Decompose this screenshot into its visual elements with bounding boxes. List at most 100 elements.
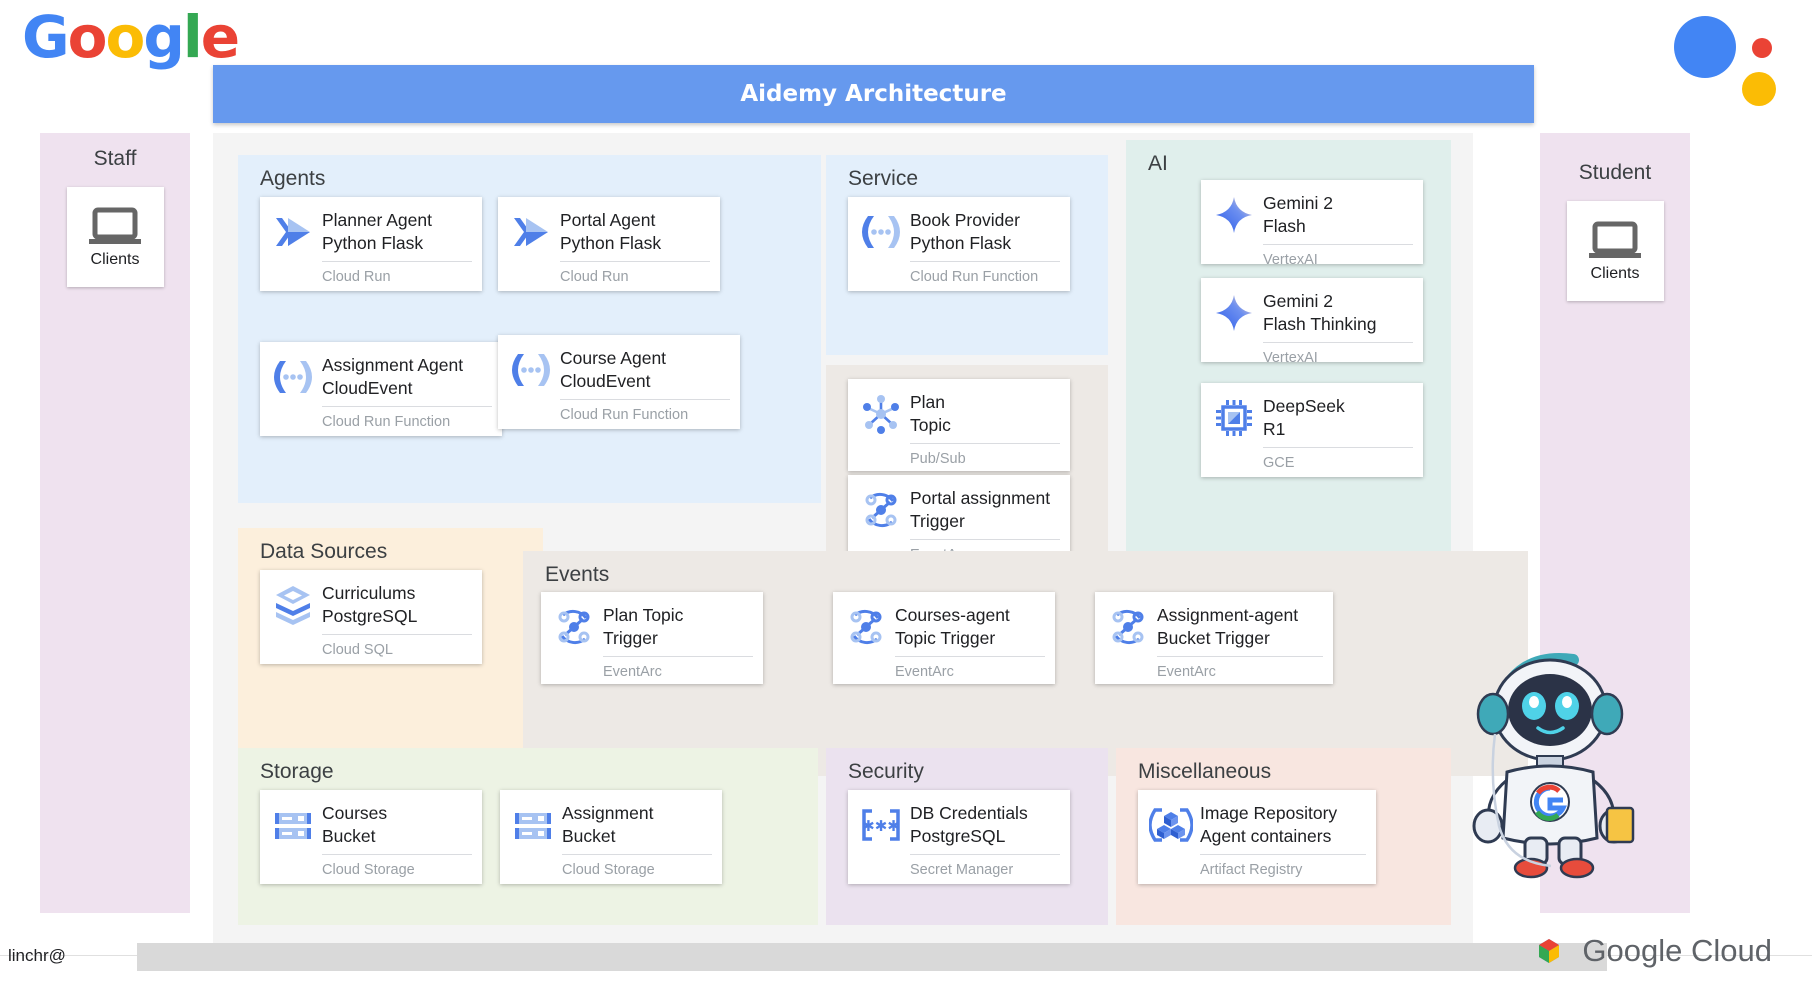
footer-bar: linchr@ Google Cloud: [0, 933, 1812, 1006]
card-divider: [910, 854, 1060, 856]
page-title: Aidemy Architecture: [740, 81, 1007, 107]
card-planner-agent-sub: Cloud Run: [322, 269, 391, 286]
card-planner-agent-name: Planner Agent Python Flask: [322, 210, 432, 254]
eventarc-icon: [1105, 600, 1151, 654]
cloud-icon: [1526, 935, 1572, 967]
pubsub-icon: [858, 387, 904, 441]
card-portal-agent-sub: Cloud Run: [560, 269, 629, 286]
eventarc-icon: [858, 483, 904, 537]
card-divider: [560, 399, 730, 401]
card-divider: [1263, 244, 1413, 246]
card-divider: [1157, 656, 1323, 658]
card-gemini-flash-name: Gemini 2 Flash: [1263, 193, 1334, 237]
card-divider: [895, 656, 1045, 658]
staff-clients-card[interactable]: Clients: [66, 187, 164, 287]
card-courses-bucket-name: Courses Bucket: [322, 803, 388, 847]
card-divider: [322, 261, 472, 263]
group-datasources-title: Data Sources: [260, 540, 388, 563]
card-portal-agent-name: Portal Agent Python Flask: [560, 210, 662, 254]
card-plan-topic-trigger[interactable]: Plan Topic Trigger EventArc: [541, 592, 763, 684]
card-plan-topic[interactable]: Plan Topic Pub/Sub: [848, 379, 1070, 471]
card-divider: [910, 443, 1060, 445]
card-divider: [562, 854, 712, 856]
gemini-star-icon: [1211, 286, 1257, 340]
card-book-provider-sub: Cloud Run Function: [910, 269, 1039, 286]
student-panel-title: Student: [1578, 161, 1652, 184]
card-curriculums-name: Curriculums PostgreSQL: [322, 583, 418, 627]
card-courses-bucket[interactable]: Courses Bucket Cloud Storage: [260, 790, 482, 884]
card-assignment-agent-name: Assignment Agent CloudEvent: [322, 355, 464, 399]
card-divider: [1263, 447, 1413, 449]
group-agents: Agents Planner Agent Python Flask Cloud …: [238, 155, 821, 503]
card-plan-topic-trigger-name: Plan Topic Trigger: [603, 605, 684, 649]
card-curriculums[interactable]: Curriculums PostgreSQL Cloud SQL: [260, 570, 482, 664]
cloud-sql-icon: [270, 578, 316, 632]
card-divider: [322, 854, 472, 856]
assistant-dot-yellow: [1742, 72, 1776, 106]
card-course-agent-name: Course Agent CloudEvent: [560, 348, 667, 392]
card-assignment-bucket-name: Assignment Bucket: [562, 803, 654, 847]
artifact-registry-icon: [1148, 798, 1194, 852]
card-book-provider[interactable]: Book Provider Python Flask Cloud Run Fun…: [848, 197, 1070, 291]
group-ai-title: AI: [1148, 152, 1168, 175]
assistant-dot-red: [1752, 38, 1772, 58]
footer-progress-bar: [137, 943, 1607, 971]
card-assignment-agent[interactable]: Assignment Agent CloudEvent Cloud Run Fu…: [260, 342, 502, 436]
card-gemini-flash-thinking[interactable]: Gemini 2 Flash Thinking VertexAI: [1201, 278, 1423, 366]
group-topics-panel: Plan Topic Pub/Sub Portal assi: [826, 365, 1108, 570]
laptop-icon: [87, 206, 143, 248]
card-gemini-flash-sub: VertexAI: [1263, 252, 1318, 269]
google-assistant-dots-icon: [1674, 10, 1784, 106]
card-courses-agent-trigger-sub: EventArc: [895, 664, 954, 681]
cloud-run-function-icon: [270, 350, 316, 404]
logo-letter-g2: g: [143, 3, 185, 71]
card-assignment-agent-bucket-trigger-name: Assignment-agent Bucket Trigger: [1157, 605, 1299, 649]
gce-chip-icon: [1211, 391, 1257, 445]
card-curriculums-sub: Cloud SQL: [322, 642, 393, 659]
card-assignment-bucket[interactable]: Assignment Bucket Cloud Storage: [500, 790, 722, 884]
card-plan-topic-sub: Pub/Sub: [910, 451, 966, 468]
card-divider: [910, 261, 1060, 263]
architecture-canvas: Agents Planner Agent Python Flask Cloud …: [213, 133, 1528, 949]
logo-letter-l: l: [182, 3, 203, 71]
card-assignment-bucket-sub: Cloud Storage: [562, 862, 655, 879]
student-clients-label: Clients: [1590, 264, 1640, 282]
cloud-storage-icon: [510, 798, 556, 852]
robot-mascot-illustration: [1455, 630, 1665, 880]
cloud-storage-icon: [270, 798, 316, 852]
group-storage: Storage Courses Bucket: [238, 748, 818, 925]
svg-text:✱✱✱: ✱✱✱: [862, 817, 900, 835]
google-cloud-logo: Google Cloud: [1526, 933, 1772, 969]
group-security: Security ✱✱✱ DB Credentials PostgreSQL S…: [826, 748, 1108, 925]
card-gemini-flash[interactable]: Gemini 2 Flash VertexAI: [1201, 180, 1423, 268]
card-assignment-agent-bucket-trigger[interactable]: Assignment-agent Bucket Trigger EventArc: [1095, 592, 1333, 684]
student-clients-card[interactable]: Clients: [1566, 201, 1664, 301]
card-courses-agent-trigger[interactable]: Courses-agent Topic Trigger EventArc: [833, 592, 1055, 684]
card-course-agent[interactable]: Course Agent CloudEvent Cloud Run Functi…: [498, 335, 740, 429]
card-db-credentials[interactable]: ✱✱✱ DB Credentials PostgreSQL Secret Man…: [848, 790, 1070, 884]
google-logo: Google: [22, 8, 240, 66]
staff-panel: Staff Clients: [40, 133, 190, 913]
card-deepseek-r1[interactable]: DeepSeek R1 GCE: [1201, 383, 1423, 477]
cloud-run-icon: [270, 205, 316, 259]
group-miscellaneous: Miscellaneous Image Reposit: [1116, 748, 1451, 925]
group-service: Service Book Provider Python Flask Cloud…: [826, 155, 1108, 355]
group-storage-title: Storage: [260, 760, 334, 783]
card-divider: [322, 634, 472, 636]
cloud-run-function-icon: [858, 205, 904, 259]
card-gemini-flash-thinking-name: Gemini 2 Flash Thinking: [1263, 291, 1377, 335]
card-gemini-flash-thinking-sub: VertexAI: [1263, 350, 1318, 367]
card-plan-topic-name: Plan Topic: [910, 392, 951, 436]
card-assignment-agent-bucket-trigger-sub: EventArc: [1157, 664, 1216, 681]
card-divider: [910, 539, 1060, 541]
staff-clients-label: Clients: [90, 250, 140, 268]
logo-letter-o2: o: [105, 3, 145, 71]
card-portal-agent[interactable]: Portal Agent Python Flask Cloud Run: [498, 197, 720, 291]
card-book-provider-name: Book Provider Python Flask: [910, 210, 1020, 254]
card-image-repository[interactable]: Image Repository Agent containers Artifa…: [1138, 790, 1376, 884]
logo-letter-o1: o: [67, 3, 108, 71]
card-planner-agent[interactable]: Planner Agent Python Flask Cloud Run: [260, 197, 482, 291]
laptop-icon: [1587, 220, 1643, 262]
card-image-repository-sub: Artifact Registry: [1200, 862, 1303, 879]
group-events: Events Plan Topic Trigger EventArc: [523, 551, 1528, 776]
